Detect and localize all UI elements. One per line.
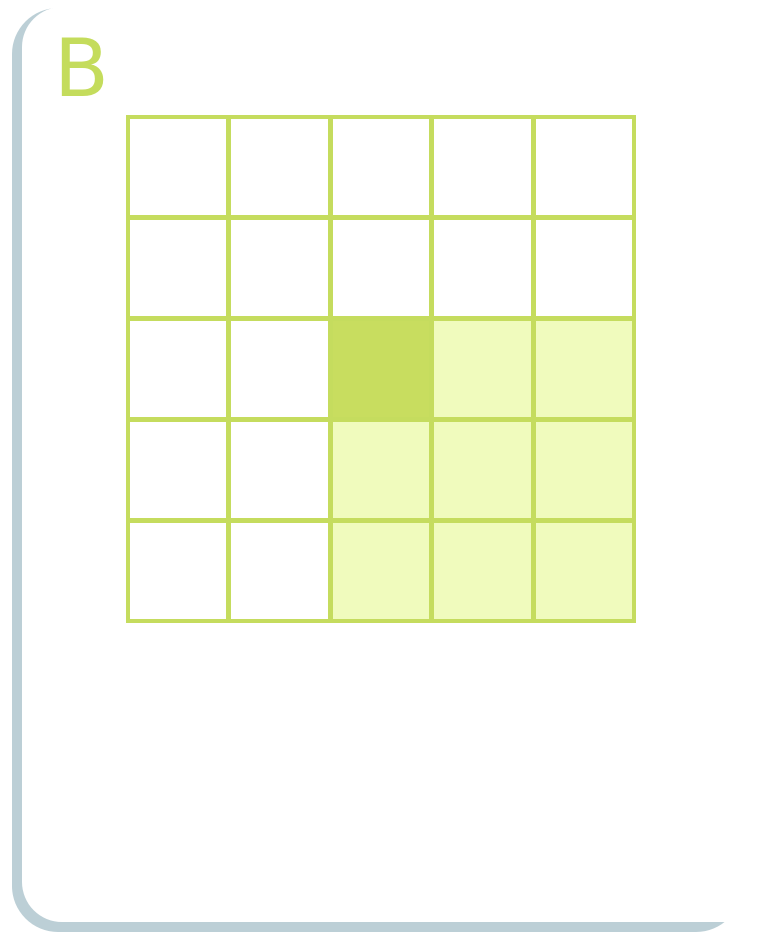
grid-cell-r1-c5 bbox=[535, 119, 632, 215]
grid-cell-r2-c3 bbox=[332, 220, 430, 316]
grid-cell-r5-c4 bbox=[434, 523, 531, 619]
grid-cell-r4-c2 bbox=[231, 422, 328, 518]
grid-cell-r4-c3 bbox=[332, 422, 430, 518]
grid-cell-r1-c4 bbox=[434, 119, 531, 215]
grid-cell-r1-c1 bbox=[130, 119, 227, 215]
grid-cell-r2-c5 bbox=[535, 220, 632, 316]
grid-cell-r1-c2 bbox=[231, 119, 328, 215]
grid-cell-r3-c5 bbox=[535, 321, 632, 417]
grid-cell-r3-c3 bbox=[332, 321, 430, 417]
grid-cell-r4-c1 bbox=[130, 422, 227, 518]
grid-cell-r3-c4 bbox=[434, 321, 531, 417]
panel-label: B bbox=[54, 22, 109, 115]
grid-cell-r2-c1 bbox=[130, 220, 227, 316]
grid-cell-r4-c5 bbox=[535, 422, 632, 518]
grid-cell-r1-c3 bbox=[332, 119, 430, 215]
grid bbox=[126, 115, 636, 623]
grid-cell-r5-c5 bbox=[535, 523, 632, 619]
grid-cell-r5-c2 bbox=[231, 523, 328, 619]
grid-cell-r2-c4 bbox=[434, 220, 531, 316]
grid-cell-r5-c1 bbox=[130, 523, 227, 619]
grid-cell-r4-c4 bbox=[434, 422, 531, 518]
grid-cell-r3-c2 bbox=[231, 321, 328, 417]
grid-cell-r3-c1 bbox=[130, 321, 227, 417]
grid-cell-r2-c2 bbox=[231, 220, 328, 316]
grid-cell-r5-c3 bbox=[332, 523, 430, 619]
